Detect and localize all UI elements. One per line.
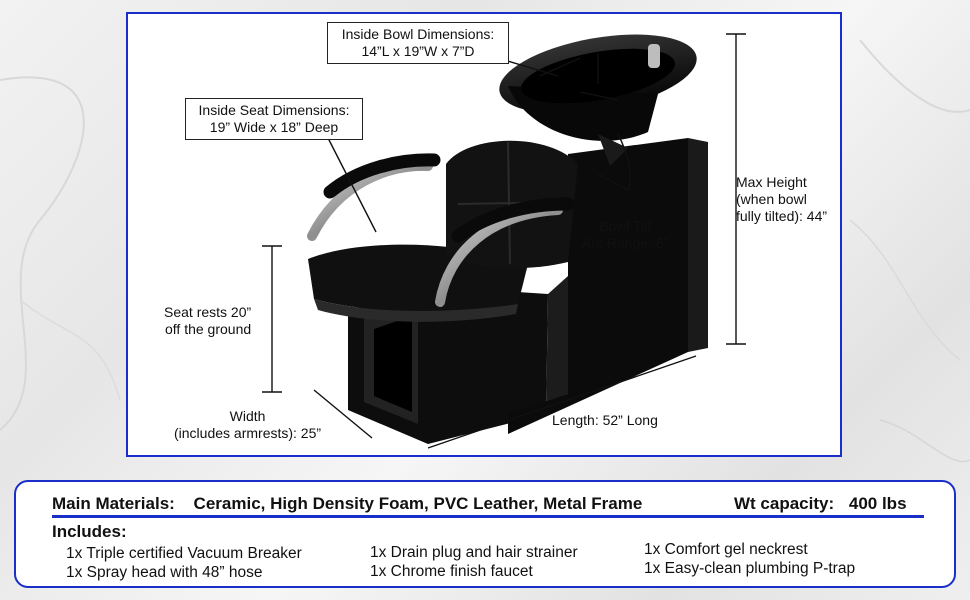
dimension-lines bbox=[262, 33, 746, 449]
weight-capacity-label: Wt capacity: bbox=[734, 494, 835, 513]
bowl-tilt-line2: Arc Range: 6” bbox=[582, 235, 669, 251]
bowl-tilt-label: Bowl Tilt Arc Range: 6” bbox=[582, 218, 668, 252]
faucet-icon bbox=[648, 44, 660, 68]
seat-dimensions-title: Inside Seat Dimensions: bbox=[198, 102, 350, 118]
seat-dimensions-callout: Inside Seat Dimensions: 19” Wide x 18” D… bbox=[185, 98, 363, 140]
includes-item: 1x Chrome finish faucet bbox=[370, 563, 533, 580]
width-label: Width (includes armrests): 25” bbox=[174, 408, 321, 442]
seat-dimensions-value: 19” Wide x 18” Deep bbox=[209, 119, 339, 135]
width-line1: Width bbox=[229, 408, 266, 424]
materials-label: Main Materials: bbox=[52, 494, 175, 513]
seat-height-label: Seat rests 20” off the ground bbox=[164, 304, 251, 338]
chair-base bbox=[348, 138, 708, 444]
armrest-left bbox=[307, 153, 441, 241]
includes-item: 1x Comfort gel neckrest bbox=[644, 541, 808, 558]
max-height-line1: Max Height bbox=[736, 174, 807, 190]
weight-capacity-value: 400 lbs bbox=[848, 494, 907, 513]
bowl-dimensions-value: 14”L x 19”W x 7”D bbox=[361, 43, 475, 59]
diagram-panel: Inside Bowl Dimensions: 14”L x 19”W x 7”… bbox=[126, 12, 842, 457]
armrest-right bbox=[435, 197, 575, 307]
includes-item: 1x Drain plug and hair strainer bbox=[370, 544, 578, 561]
max-height-line2: (when bowl bbox=[736, 191, 807, 207]
includes-item: 1x Triple certified Vacuum Breaker bbox=[66, 545, 302, 562]
seat-height-line2: off the ground bbox=[165, 321, 252, 337]
info-panel: Main Materials: Ceramic, High Density Fo… bbox=[14, 480, 956, 588]
max-height-line3: fully tilted): 44” bbox=[736, 208, 828, 224]
max-height-label: Max Height (when bowl fully tilted): 44” bbox=[736, 174, 827, 225]
info-divider bbox=[52, 515, 924, 518]
weight-capacity: Wt capacity: 400 lbs bbox=[734, 494, 917, 514]
includes-title: Includes: bbox=[52, 522, 127, 541]
includes-item: 1x Easy-clean plumbing P-trap bbox=[644, 560, 856, 577]
includes-item: 1x Spray head with 48” hose bbox=[66, 564, 263, 581]
length-label: Length: 52” Long bbox=[552, 412, 658, 428]
shampoo-chair-illustration bbox=[262, 33, 746, 449]
bowl-tilt-line1: Bowl Tilt bbox=[599, 218, 652, 234]
materials-value: Ceramic, High Density Foam, PVC Leather,… bbox=[193, 494, 643, 513]
bowl-dimensions-callout: Inside Bowl Dimensions: 14”L x 19”W x 7”… bbox=[327, 22, 509, 64]
width-line2: (includes armrests): 25” bbox=[174, 425, 322, 441]
materials-row: Main Materials: Ceramic, High Density Fo… bbox=[52, 494, 656, 514]
bowl-dimensions-title: Inside Bowl Dimensions: bbox=[341, 26, 495, 42]
seat-height-line1: Seat rests 20” bbox=[164, 304, 252, 320]
